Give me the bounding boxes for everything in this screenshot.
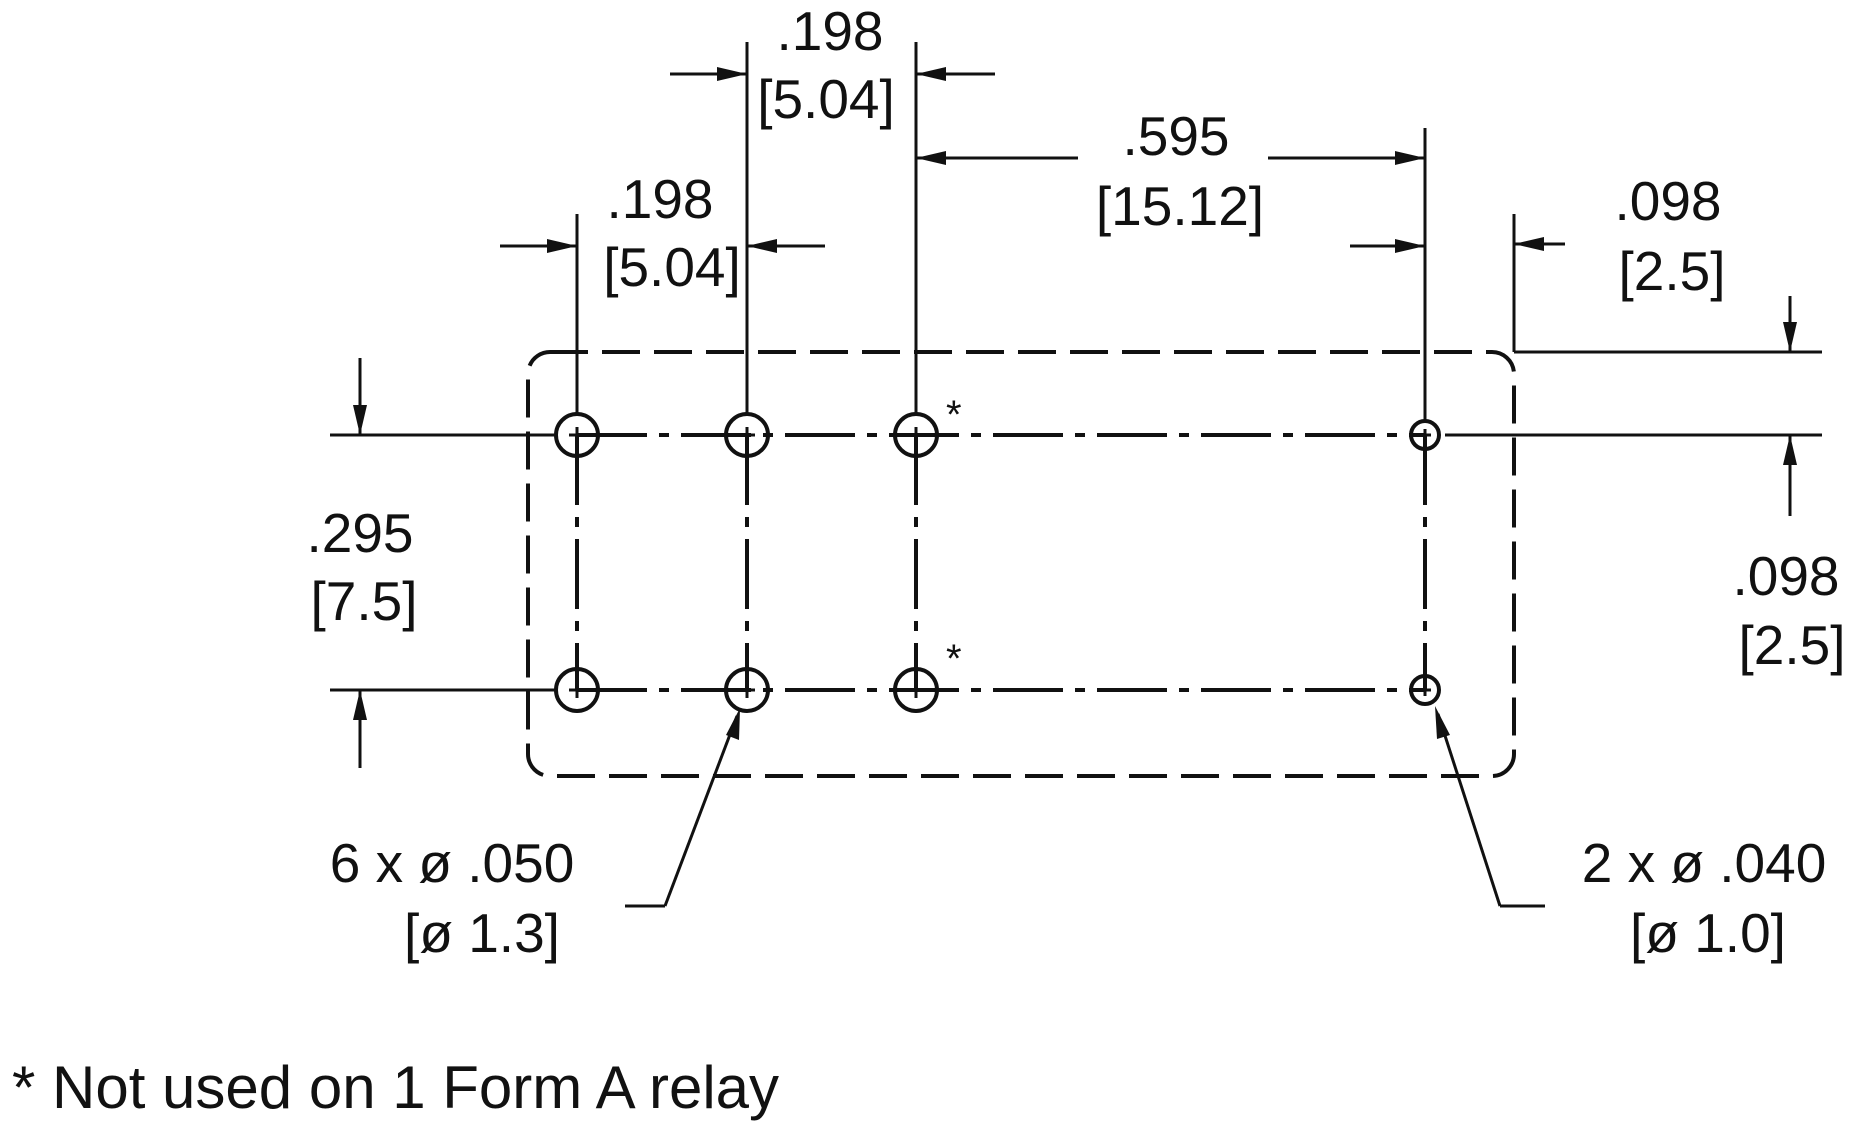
- asterisk-marker: *: [946, 637, 962, 681]
- dimension-span-mm: [15.12]: [1096, 175, 1264, 237]
- relay-outline: [526, 350, 1516, 778]
- dimension-row-spacing: [330, 358, 556, 768]
- dimension-edge-x-mm: [2.5]: [1618, 240, 1725, 302]
- callout-large-holes-spec: 6 x ø .050: [330, 832, 575, 894]
- callout-leader-large-holes: [625, 708, 740, 908]
- callout-leader-small-holes: [1435, 706, 1545, 908]
- dimension-edge-y-mm: [2.5]: [1738, 614, 1845, 676]
- dimension-span: [916, 151, 1425, 253]
- extension-lines-top: [575, 42, 1516, 421]
- dimension-edge-x: [1514, 237, 1565, 251]
- hole-large: [893, 667, 939, 713]
- dimension-pitch-2: [670, 67, 995, 81]
- callout-small-holes-mm: [ø 1.0]: [1630, 902, 1786, 964]
- dimension-pitch-2-inch: .198: [776, 0, 883, 62]
- dimension-pitch-1-mm: [5.04]: [603, 236, 741, 298]
- dimension-span-inch: .595: [1122, 105, 1229, 167]
- hole-small: [1409, 674, 1441, 706]
- dimension-edge-x-inch: .098: [1614, 170, 1721, 232]
- dimension-edge-y-inch: .098: [1732, 545, 1839, 607]
- hole-large: [724, 667, 770, 713]
- dimension-pitch-1-inch: .198: [606, 168, 713, 230]
- dimension-row-spacing-mm: [7.5]: [310, 570, 417, 632]
- dimension-pitch-1: [500, 239, 825, 253]
- asterisk-marker: *: [946, 393, 962, 437]
- callout-large-holes-mm: [ø 1.3]: [404, 902, 560, 964]
- footnote: * Not used on 1 Form A relay: [12, 1054, 779, 1121]
- dimension-edge-y: [1445, 296, 1822, 516]
- dimension-pitch-2-mm: [5.04]: [757, 68, 895, 130]
- callout-small-holes-spec: 2 x ø .040: [1582, 832, 1827, 894]
- dimension-row-spacing-inch: .295: [306, 502, 413, 564]
